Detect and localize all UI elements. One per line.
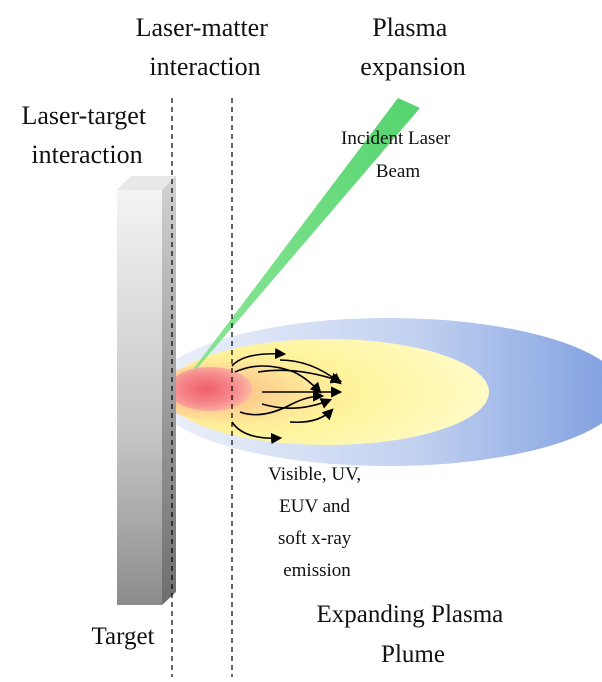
hot-plasma-core bbox=[168, 367, 252, 411]
laser-target-label: Laser-target interaction bbox=[21, 101, 152, 169]
arrow-9 bbox=[231, 421, 283, 445]
emission-label: Visible, UV, EUV and soft x-ray emission bbox=[268, 464, 366, 581]
arrow-4 bbox=[257, 369, 343, 384]
arrow-1 bbox=[231, 347, 287, 367]
plasma-expansion-label: Plasma expansion bbox=[360, 13, 465, 81]
arrow-2 bbox=[234, 365, 322, 394]
incident-beam-label: Incident Laser Beam bbox=[341, 128, 455, 182]
expansion-arrows bbox=[231, 347, 343, 445]
target-slab bbox=[117, 176, 176, 605]
arrow-7 bbox=[239, 390, 325, 416]
plume-label: Expanding Plasma Plume bbox=[316, 601, 509, 668]
target-label: Target bbox=[91, 623, 154, 650]
arrow-8 bbox=[289, 408, 334, 424]
arrow-6 bbox=[261, 398, 333, 409]
laser-matter-label: Laser-matter interaction bbox=[136, 13, 275, 81]
